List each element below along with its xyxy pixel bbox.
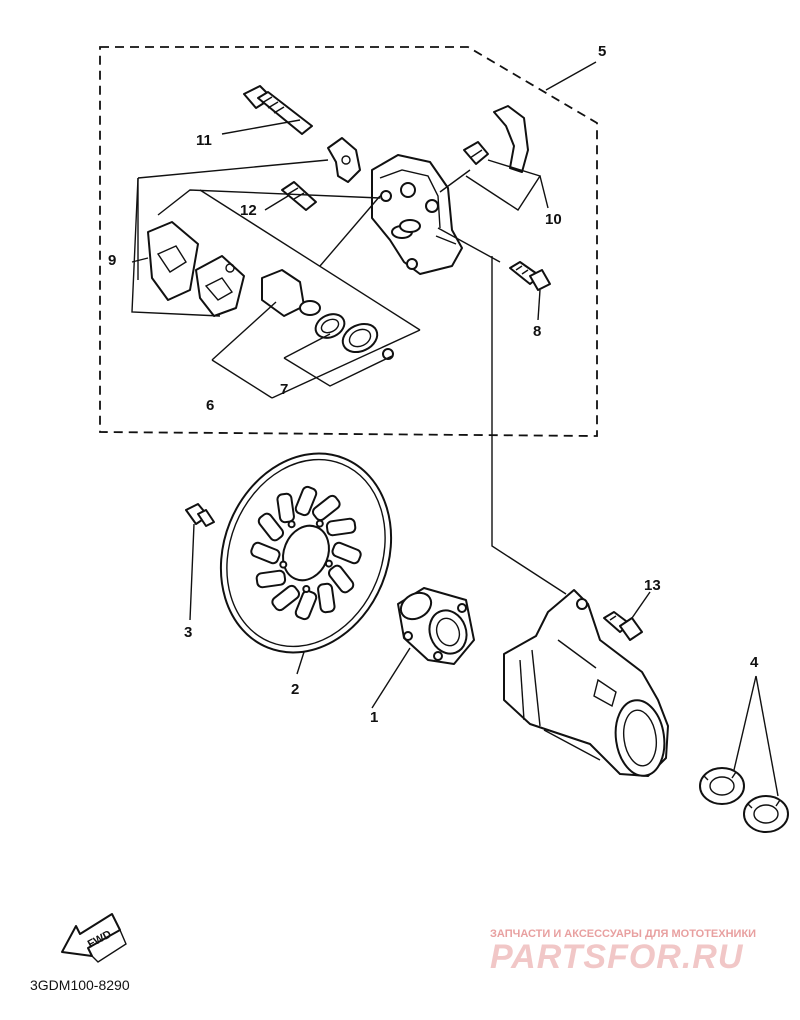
part-9-brake-pad-right[interactable] [195, 255, 245, 317]
part-7-seal-inner[interactable] [338, 319, 382, 358]
callout-6: 6 [206, 397, 214, 414]
part-7-seal-outer[interactable] [312, 310, 348, 343]
callout-10: 10 [545, 211, 562, 228]
watermark-tagline: ЗАПЧАСТИ И АКСЕССУАРЫ ДЛЯ МОТОТЕХНИКИ [490, 928, 756, 940]
lower-leader-lines [189, 523, 779, 797]
part-8-bolt[interactable] [509, 261, 551, 291]
callout-9: 9 [108, 252, 116, 269]
caliper-assembly-boundary [99, 46, 598, 437]
caliper-body[interactable] [371, 154, 463, 275]
disc-slot [255, 569, 287, 589]
callout-12: 12 [240, 202, 257, 219]
fwd-arrow-icon: FWD [61, 913, 127, 963]
caliper-leader-lines [131, 61, 597, 595]
part-9-brake-pad-left[interactable] [147, 221, 199, 301]
part-2-brake-disc[interactable] [192, 428, 420, 679]
disc-slot [271, 584, 301, 612]
disc-bolt-hole [302, 585, 311, 593]
part-10-pad-support[interactable] [463, 105, 529, 173]
watermark-brand: PARTSFOR.RU [490, 938, 744, 976]
callout-5: 5 [598, 43, 606, 60]
part-6-piston[interactable] [261, 269, 321, 317]
part-1-hub-flange[interactable] [396, 587, 475, 665]
disc-slot [325, 517, 357, 537]
disc-slot [276, 492, 295, 524]
disc-slot [257, 512, 285, 542]
part-4-collar-nut-lower[interactable] [743, 795, 789, 833]
disc-bolt-hole [279, 560, 288, 569]
callout-11: 11 [196, 132, 212, 149]
disc-slot [294, 589, 318, 621]
disc-slot [317, 582, 336, 614]
disc-bolt-hole [287, 520, 296, 529]
diagram-code: 3GDM100-8290 [30, 977, 130, 993]
callout-2: 2 [291, 681, 299, 698]
callout-1: 1 [370, 709, 378, 726]
part-11-pin-bolt[interactable] [243, 85, 313, 135]
callout-8: 8 [533, 323, 541, 340]
part-4-collar-nut-upper[interactable] [699, 767, 745, 805]
disc-bolt-hole [315, 519, 324, 528]
disc-slot [331, 541, 362, 565]
disc-slot [294, 485, 318, 517]
part-13-bolt[interactable] [603, 611, 643, 641]
part-12-bleeder-screw[interactable] [281, 181, 317, 211]
caliper-bracket-tab [327, 137, 361, 183]
callout-3: 3 [184, 624, 192, 641]
disc-slot [311, 494, 341, 522]
disc-slot [250, 541, 281, 565]
disc-slot [327, 564, 355, 594]
part-3-disc-bolt[interactable] [185, 503, 215, 527]
callout-13: 13 [644, 577, 661, 594]
disc-bolt-hole [324, 559, 333, 568]
callout-4: 4 [750, 654, 759, 671]
callout-7: 7 [280, 381, 288, 398]
master-cylinder-housing[interactable] [503, 589, 669, 779]
